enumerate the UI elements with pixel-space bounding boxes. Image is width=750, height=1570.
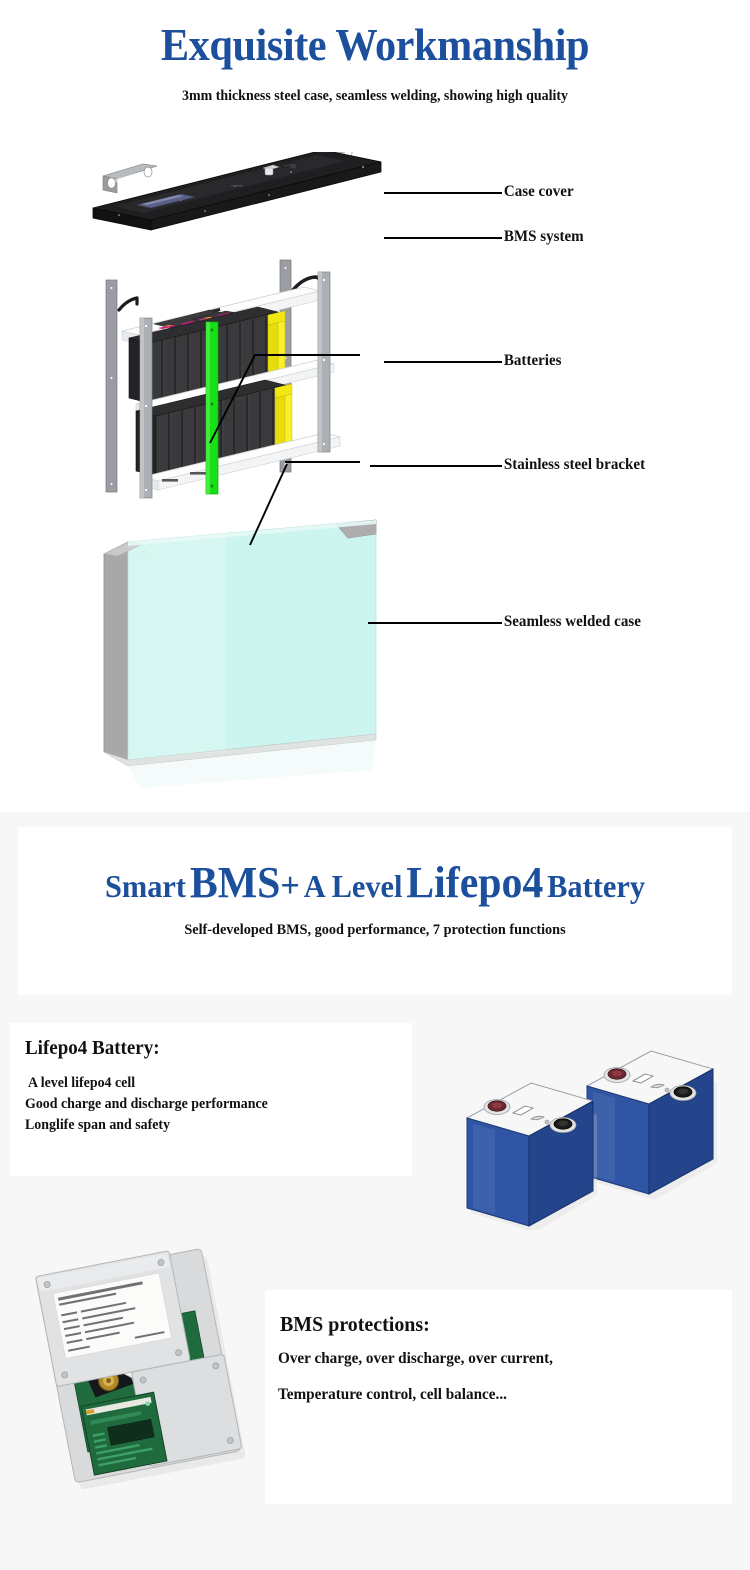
callout-label: BMS system xyxy=(503,228,584,245)
callout-leader-lines xyxy=(209,354,360,546)
callout-stainless-bracket: Stainless steel bracket xyxy=(370,455,645,475)
lifepo4-box-line: Good charge and discharge performance xyxy=(25,1096,268,1112)
seamless-case-svg xyxy=(103,519,377,788)
callout-case-cover: Case cover xyxy=(384,182,574,202)
leader-line xyxy=(384,361,502,363)
green-strap-graphic xyxy=(205,321,219,495)
callout-seamless-case: Seamless welded case xyxy=(368,612,641,632)
case-cover-graphic xyxy=(85,145,385,238)
bms-protections-panel: BMS protections: Over charge, over disch… xyxy=(265,1290,732,1504)
title-word-smart: Smart xyxy=(104,868,187,904)
callout-bms-system: BMS system xyxy=(384,227,584,247)
leader-line xyxy=(370,465,502,467)
protections-line: Over charge, over discharge, over curren… xyxy=(278,1350,553,1367)
lifepo4-info-panel: Lifepo4 Battery: A level lifepo4 cell Go… xyxy=(10,1023,412,1176)
callout-label: Case cover xyxy=(503,183,574,200)
bms-heading-panel: Smart BMS+ A Level Lifepo4 Battery Self-… xyxy=(18,827,732,995)
cover-latch-icon xyxy=(262,161,298,176)
workmanship-section: Exquisite Workmanship 3mm thickness stee… xyxy=(0,19,750,812)
bms-module-graphic xyxy=(35,1244,250,1494)
bms-module-svg xyxy=(35,1248,246,1490)
title-word-plus: + xyxy=(280,865,300,905)
title-word-bms: BMS xyxy=(189,858,281,907)
protections-title: BMS protections: xyxy=(280,1312,430,1336)
lifepo4-box-line: Longlife span and safety xyxy=(25,1117,171,1133)
lifepo4-box-line: A level lifepo4 cell xyxy=(28,1075,136,1091)
prismatic-cell-back xyxy=(585,1050,717,1200)
callout-batteries: Batteries xyxy=(384,351,562,371)
leader-line xyxy=(368,622,502,624)
smart-bms-section: Smart BMS+ A Level Lifepo4 Battery Self-… xyxy=(0,812,750,1570)
callout-label: Stainless steel bracket xyxy=(503,456,646,473)
bms-section-title: Smart BMS+ A Level Lifepo4 Battery xyxy=(36,857,714,908)
title-word-battery: Battery xyxy=(547,868,646,904)
protections-line: Temperature control, cell balance... xyxy=(278,1386,507,1403)
bms-section-subtitle: Self-developed BMS, good performance, 7 … xyxy=(184,922,566,938)
leader-line xyxy=(384,237,502,239)
page-subtitle: 3mm thickness steel case, seamless weldi… xyxy=(182,88,568,104)
title-word-alevel: A Level xyxy=(303,868,403,904)
lifepo4-cells-graphic xyxy=(455,1040,725,1232)
callout-label: Seamless welded case xyxy=(503,613,641,630)
rack-assembly-svg xyxy=(105,259,341,499)
exploded-battery-diagram: Case cover BMS system Batteries Stainles… xyxy=(0,130,750,812)
control-pcb-graphic xyxy=(80,1391,168,1476)
page-title: Exquisite Workmanship xyxy=(160,19,590,70)
title-word-lifepo4: Lifepo4 xyxy=(406,858,544,907)
leader-line xyxy=(384,192,502,194)
callout-label: Batteries xyxy=(503,352,562,369)
lifepo4-cells-svg xyxy=(465,1050,717,1232)
lifepo4-box-title: Lifepo4 Battery: xyxy=(25,1037,160,1059)
rack-assembly-graphic xyxy=(92,258,402,508)
seamless-case-graphic xyxy=(86,502,386,802)
case-cover-svg xyxy=(92,145,382,231)
prismatic-cell-front xyxy=(465,1082,597,1232)
